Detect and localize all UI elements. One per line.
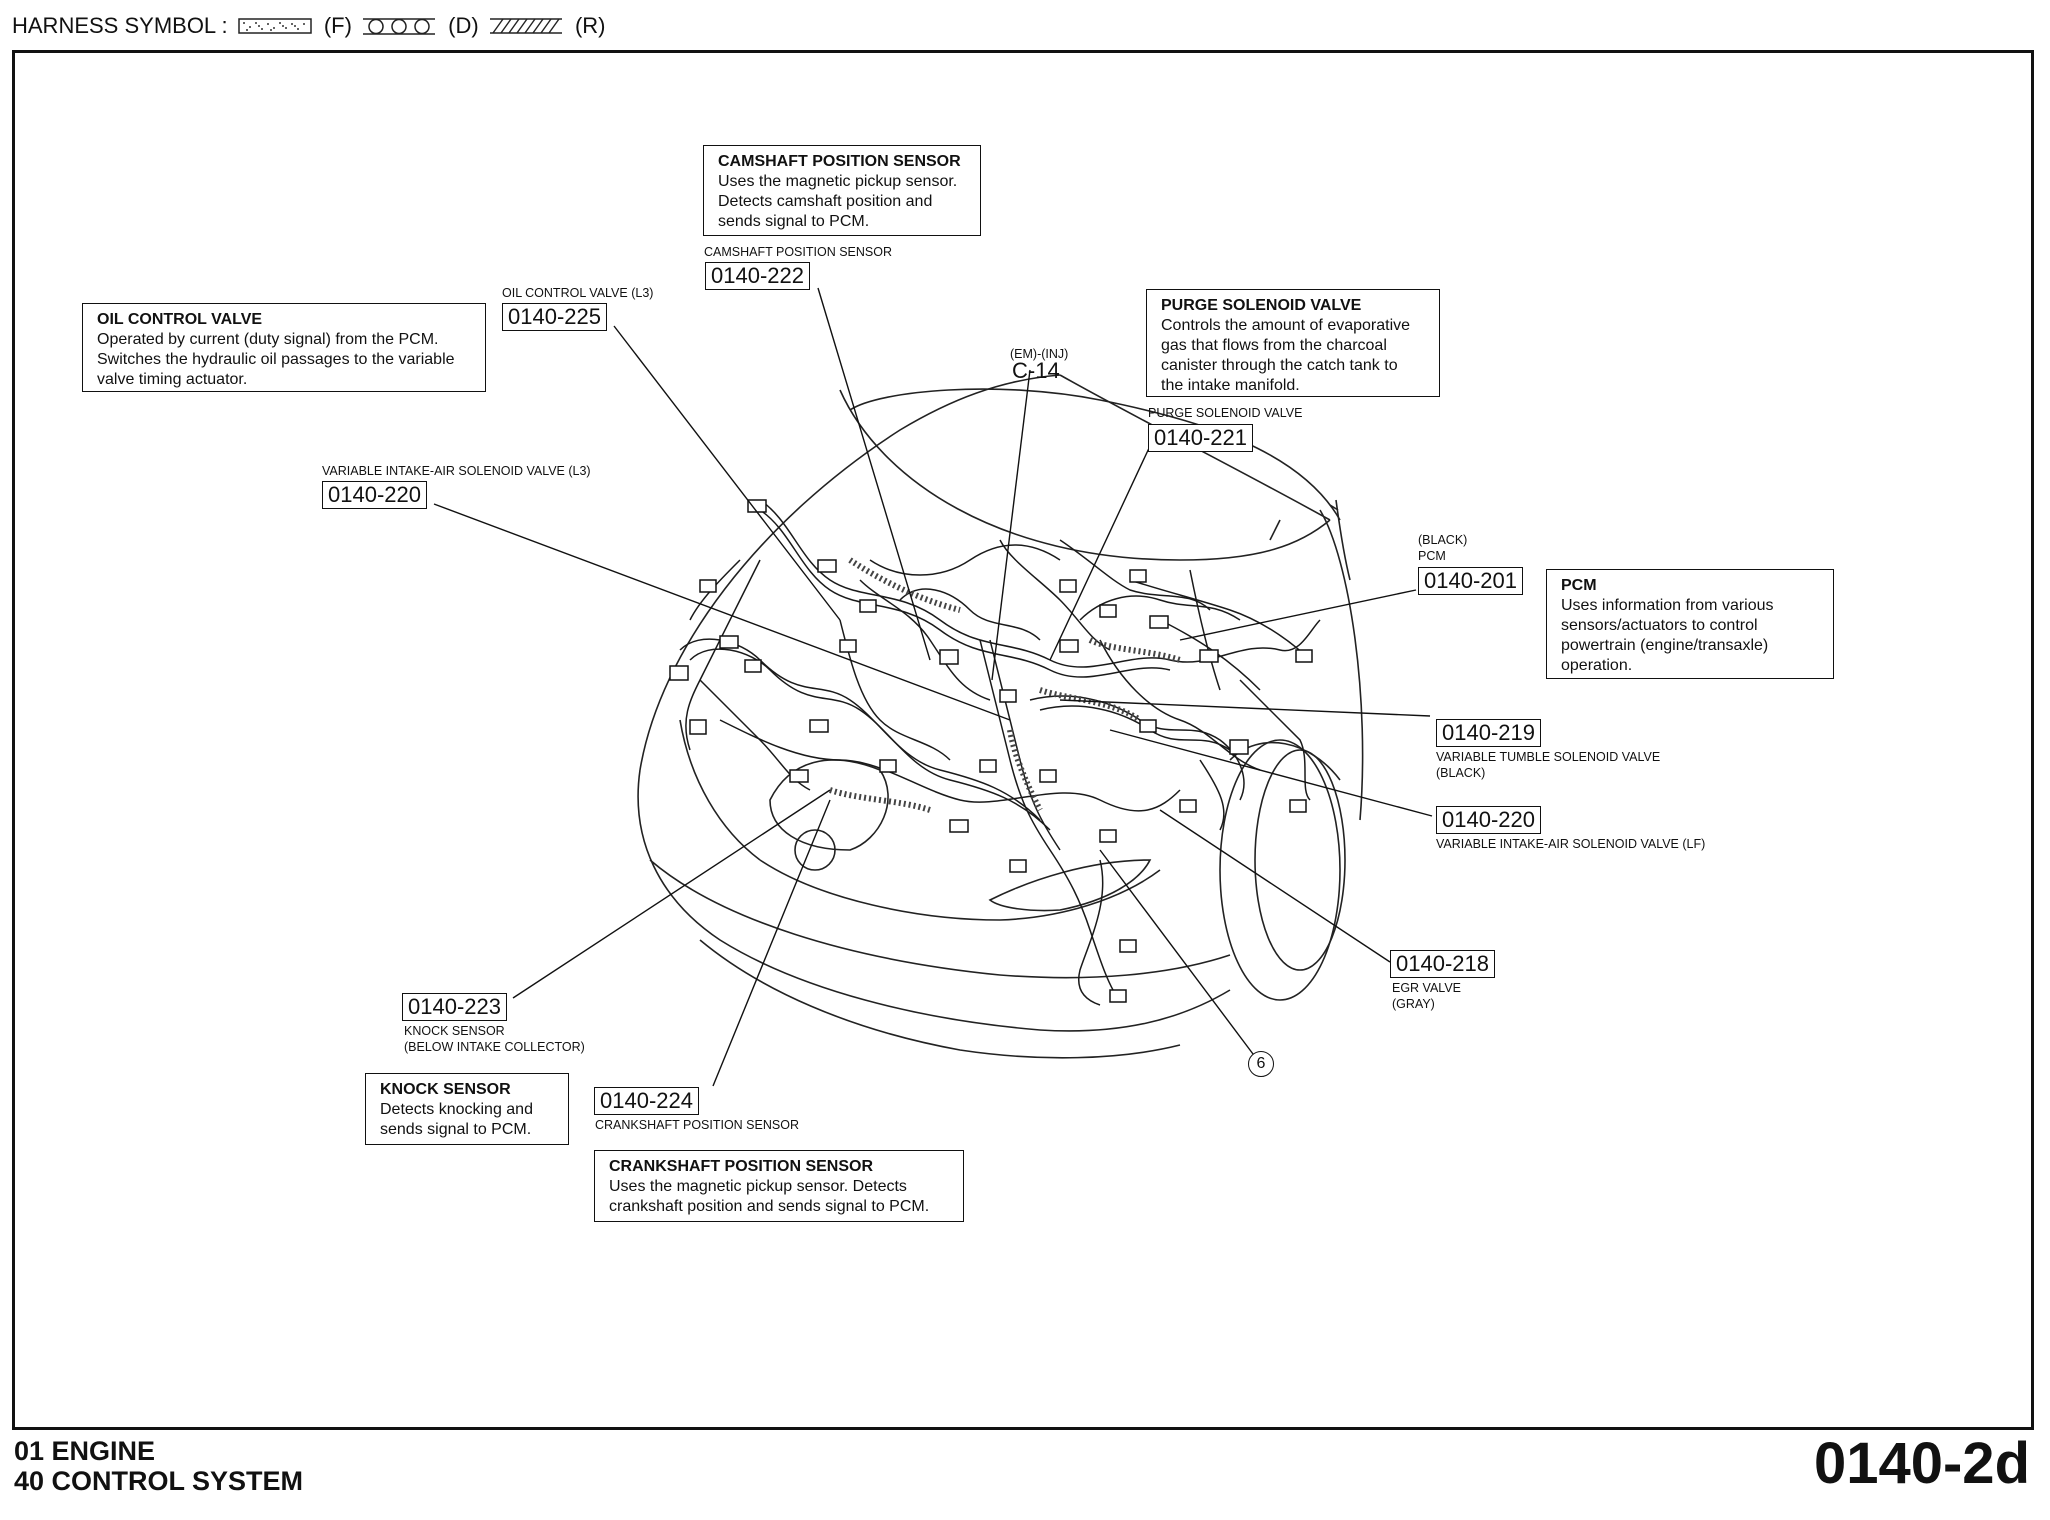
harness-symbol-legend: HARNESS SYMBOL : (F) (D) (R) [12,12,606,39]
purge-box-line: gas that flows from the charcoal [1161,337,1387,354]
crank-caption: CRANKSHAFT POSITION SENSOR [595,1118,799,1132]
pcm-box-title: PCM [1561,577,1597,594]
purge-caption: PURGE SOLENOID VALVE [1148,406,1303,420]
crank-box-line: crankshaft position and sends signal to … [609,1198,930,1215]
code-0140-220-lf[interactable]: 0140-220 [1436,806,1541,834]
knock-box-line: Detects knocking and [380,1101,533,1118]
pcm-caption: PCM [1418,549,1446,563]
pcm-box: PCM Uses information from various sensor… [1546,569,1834,679]
legend-prefix: HARNESS SYMBOL : [12,13,228,39]
vis-l3-caption: VARIABLE INTAKE-AIR SOLENOID VALVE (L3) [322,464,591,478]
code-0140-201[interactable]: 0140-201 [1418,567,1523,595]
code-0140-220-l3[interactable]: 0140-220 [322,481,427,509]
egr-caption: EGR VALVE [1392,981,1462,995]
pcm-box-line: powertrain (engine/transaxle) [1561,637,1769,654]
hatched-harness-symbol [489,18,562,34]
pcm-box-line: operation. [1561,657,1633,674]
oil-control-valve-box: OIL CONTROL VALVE Operated by current (d… [82,303,486,392]
camshaft-box-line: Detects camshaft position and [718,193,933,210]
crank-box-title: CRANKSHAFT POSITION SENSOR [609,1158,874,1175]
vis-lf-caption: VARIABLE INTAKE-AIR SOLENOID VALVE (LF) [1436,837,1706,851]
pcm-color-caption: (BLACK) [1418,533,1468,547]
camshaft-box-line: sends signal to PCM. [718,213,870,230]
purge-box-line: canister through the catch tank to [1161,357,1398,374]
code-0140-219[interactable]: 0140-219 [1436,719,1541,747]
egr-color-caption: (GRAY) [1392,997,1435,1011]
code-0140-225[interactable]: 0140-225 [502,303,607,331]
purge-solenoid-valve-box: PURGE SOLENOID VALVE Controls the amount… [1146,289,1440,397]
code-0140-224[interactable]: 0140-224 [594,1087,699,1115]
code-0140-223[interactable]: 0140-223 [402,993,507,1021]
c14-caption: (EM)-(INJ) [1010,347,1069,361]
dotted-harness-symbol [237,18,312,34]
circles-harness-symbol [363,18,436,35]
legend-r-label: (R) [574,13,606,39]
vts-caption: VARIABLE TUMBLE SOLENOID VALVE [1436,750,1661,764]
purge-box-title: PURGE SOLENOID VALVE [1161,297,1362,314]
page-number: 0140-2d [1813,1431,2030,1496]
knock-box-title: KNOCK SENSOR [380,1081,511,1098]
diagram-frame [12,50,2034,1430]
camshaft-box-title: CAMSHAFT POSITION SENSOR [718,153,961,170]
legend-d-label: (D) [448,13,479,39]
connector-c14-label[interactable]: C-14 [1012,358,1060,383]
knock-sensor-box: KNOCK SENSOR Detects knocking and sends … [365,1073,569,1145]
section-footer: 01 ENGINE 40 CONTROL SYSTEM [14,1436,303,1496]
oil-box-line: valve timing actuator. [97,371,248,388]
camshaft-box-line: Uses the magnetic pickup sensor. [718,173,958,190]
legend-f-label: (F) [323,13,352,39]
code-0140-222[interactable]: 0140-222 [705,262,810,290]
crankshaft-position-sensor-box: CRANKSHAFT POSITION SENSOR Uses the magn… [594,1150,964,1222]
pcm-box-line: sensors/actuators to control [1561,617,1758,634]
camshaft-position-sensor-box: CAMSHAFT POSITION SENSOR Uses the magnet… [703,145,981,236]
knock-caption: KNOCK SENSOR [404,1024,505,1038]
code-0140-218[interactable]: 0140-218 [1390,950,1495,978]
crank-box-line: Uses the magnetic pickup sensor. Detects [609,1178,907,1195]
callout-6: 6 [1248,1051,1274,1077]
pcm-box-line: Uses information from various [1561,597,1774,614]
oil-box-line: Switches the hydraulic oil passages to t… [97,351,455,368]
code-0140-221[interactable]: 0140-221 [1148,424,1253,452]
footer-control-system: 40 CONTROL SYSTEM [14,1466,304,1496]
camshaft-caption: CAMSHAFT POSITION SENSOR [704,245,892,259]
footer-engine: 01 ENGINE [14,1436,156,1466]
knock-box-line: sends signal to PCM. [380,1121,532,1138]
oil-control-caption: OIL CONTROL VALVE (L3) [502,286,654,300]
knock-location-caption: (BELOW INTAKE COLLECTOR) [404,1040,585,1054]
purge-box-line: Controls the amount of evaporative [1161,317,1411,334]
purge-box-line: the intake manifold. [1161,377,1300,394]
oil-box-title: OIL CONTROL VALVE [97,311,263,328]
vts-color-caption: (BLACK) [1436,766,1486,780]
oil-box-line: Operated by current (duty signal) from t… [97,331,439,348]
